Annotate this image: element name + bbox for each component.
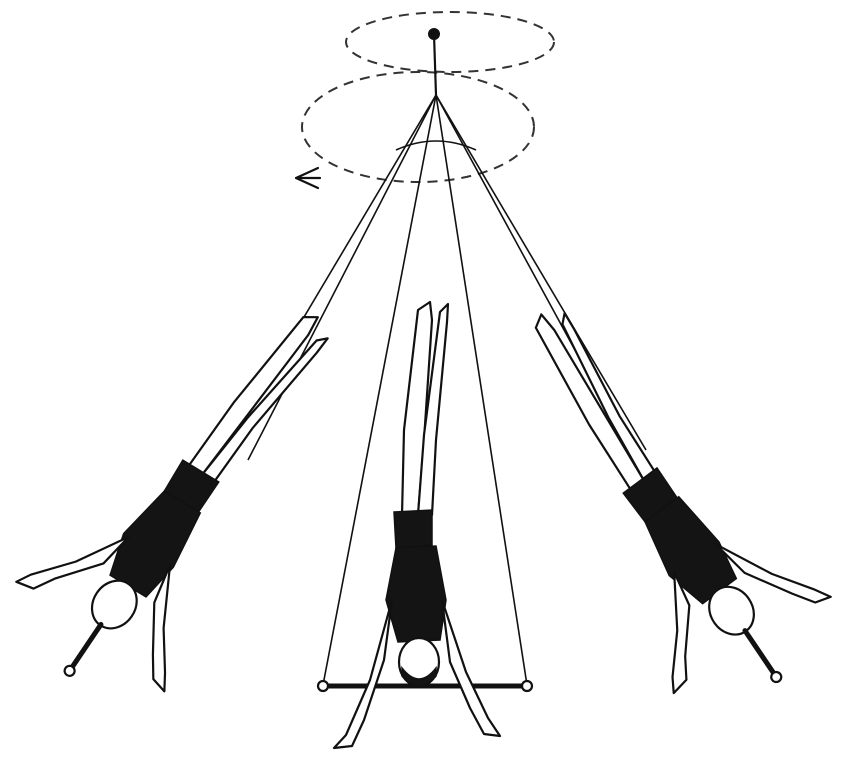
pivot-ball (428, 28, 440, 40)
pivot (396, 28, 476, 150)
rotation-paths (296, 12, 554, 188)
acrobat-center (334, 302, 500, 748)
acrobat-right (457, 269, 854, 734)
lower-rotation-path (302, 72, 534, 182)
upper-rotation-path (346, 12, 554, 72)
rotation-arrow-icon (296, 168, 320, 188)
